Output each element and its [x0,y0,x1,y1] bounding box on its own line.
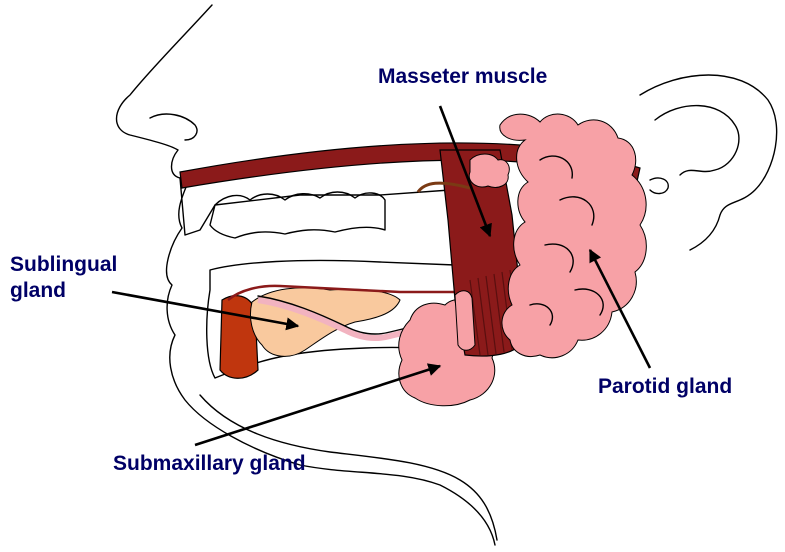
ramus-cut [455,291,475,351]
parotid-gland [500,114,647,358]
sublingual-gland-label: Sublingual gland [10,252,117,304]
sublingual-label-line1: Sublingual [10,252,117,278]
ear-inner-outline [655,106,739,175]
submaxillary-gland-label: Submaxillary gland [113,451,306,477]
nose-outline [150,114,197,140]
ear-lobe-outline [650,178,668,194]
upper-teeth [210,192,385,238]
parotid-gland-label: Parotid gland [598,374,732,400]
ear-outline [640,75,777,250]
sublingual-label-line2: gland [10,278,117,304]
masseter-muscle-label: Masseter muscle [378,64,547,90]
